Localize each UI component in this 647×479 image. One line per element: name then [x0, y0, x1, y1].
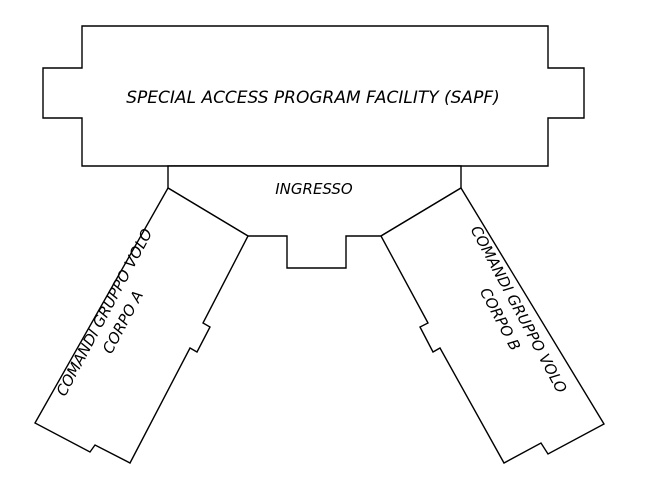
- wing-b-building: [380, 187, 605, 464]
- sapf-building: [42, 25, 585, 167]
- sapf-label: SPECIAL ACCESS PROGRAM FACILITY (SAPF): [126, 88, 499, 108]
- wing-a-building: [34, 187, 249, 464]
- entrance-label: INGRESSO: [275, 180, 353, 198]
